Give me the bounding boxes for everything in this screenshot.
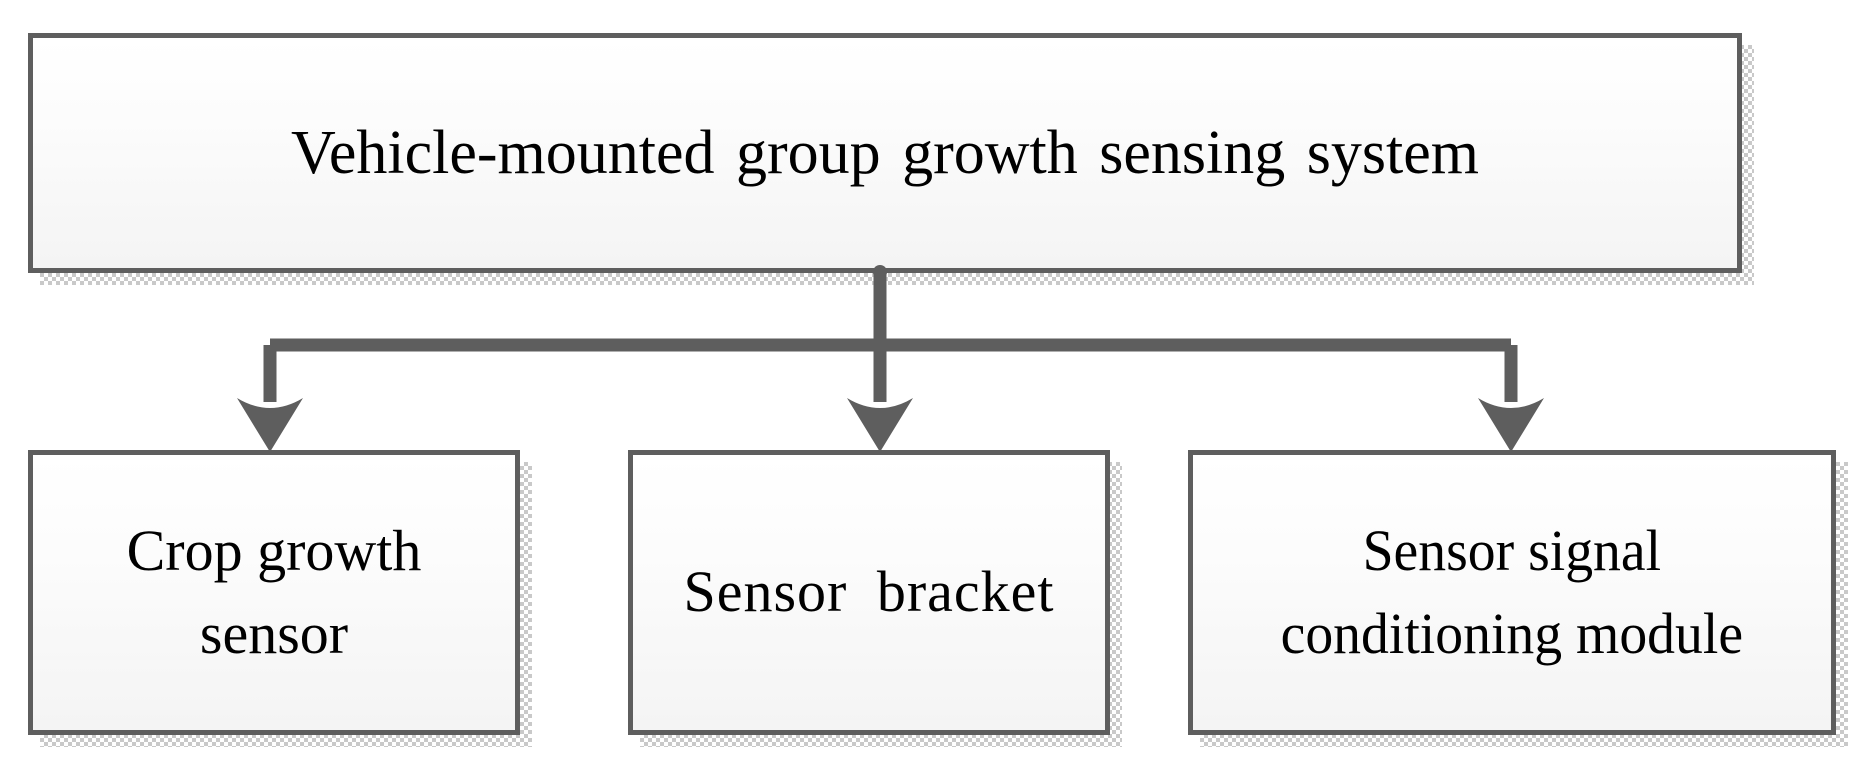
arrow-head-center-icon — [847, 398, 913, 452]
trunk-junction-dot — [873, 265, 887, 279]
node-label: Vehicle-mounted group growth sensing sys… — [290, 118, 1480, 187]
node-crop-growth-sensor[interactable]: Crop growth sensor — [28, 450, 520, 735]
node-label: Crop growth sensor — [126, 518, 422, 666]
node-sensor-bracket[interactable]: Sensor bracket — [628, 450, 1110, 735]
arrow-head-right-icon — [1478, 398, 1544, 452]
node-label: Sensor signal conditioning module — [1280, 518, 1744, 666]
node-vehicle-mounted-group-growth-sensing-system[interactable]: Vehicle-mounted group growth sensing sys… — [28, 33, 1742, 273]
node-sensor-signal-conditioning-module[interactable]: Sensor signal conditioning module — [1188, 450, 1836, 735]
arrow-head-left-icon — [237, 398, 303, 452]
node-label: Sensor bracket — [683, 559, 1055, 625]
